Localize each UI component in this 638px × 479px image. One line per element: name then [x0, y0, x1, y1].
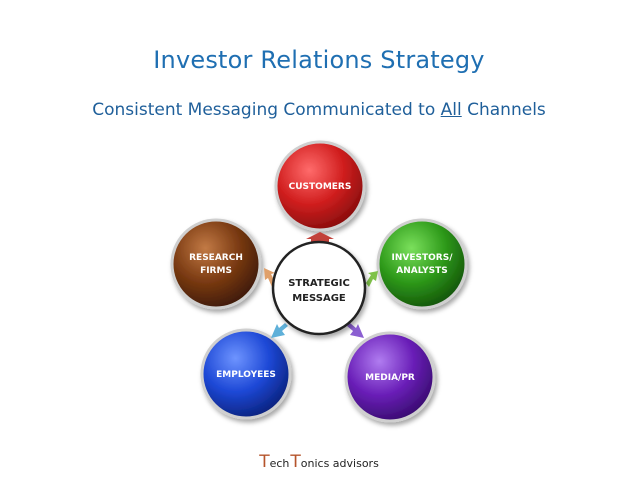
node-research: RESEARCH FIRMS: [170, 218, 262, 310]
node-media-label: MEDIA/PR: [365, 373, 415, 383]
arrow-to-employees: [271, 323, 288, 338]
brand-T1: T: [259, 452, 270, 472]
node-center: STRATEGIC MESSAGE: [271, 240, 367, 336]
node-customers-label: CUSTOMERS: [289, 182, 352, 192]
slide-title: Investor Relations Strategy: [153, 46, 485, 74]
arrow-to-media: [347, 323, 364, 338]
node-employees: EMPLOYEES: [200, 328, 292, 420]
node-investors-label-1: INVESTORS/: [392, 253, 454, 263]
node-media: MEDIA/PR: [344, 331, 436, 423]
brand-T2: T: [290, 452, 301, 472]
center-label-2: MESSAGE: [292, 293, 346, 304]
brand-ech: ech: [269, 457, 290, 470]
subtitle-text-post: Channels: [461, 100, 546, 120]
brand-logo: TechTonics advisors: [0, 452, 638, 472]
slide-subtitle: Consistent Messaging Communicated to All…: [0, 100, 638, 120]
subtitle-text-emphasis: All: [440, 100, 462, 120]
brand-onics: onics advisors: [300, 457, 379, 470]
center-label-1: STRATEGIC: [288, 278, 350, 289]
node-investors-label-2: ANALYSTS: [396, 266, 447, 276]
arrow-to-investors: [366, 271, 378, 287]
node-investors: INVESTORS/ ANALYSTS: [376, 218, 468, 310]
subtitle-text-pre: Consistent Messaging Communicated to: [92, 100, 441, 120]
node-customers: CUSTOMERS: [274, 140, 366, 232]
node-employees-label: EMPLOYEES: [216, 370, 276, 380]
node-research-label-1: RESEARCH: [189, 253, 243, 263]
node-research-label-2: FIRMS: [200, 266, 232, 276]
